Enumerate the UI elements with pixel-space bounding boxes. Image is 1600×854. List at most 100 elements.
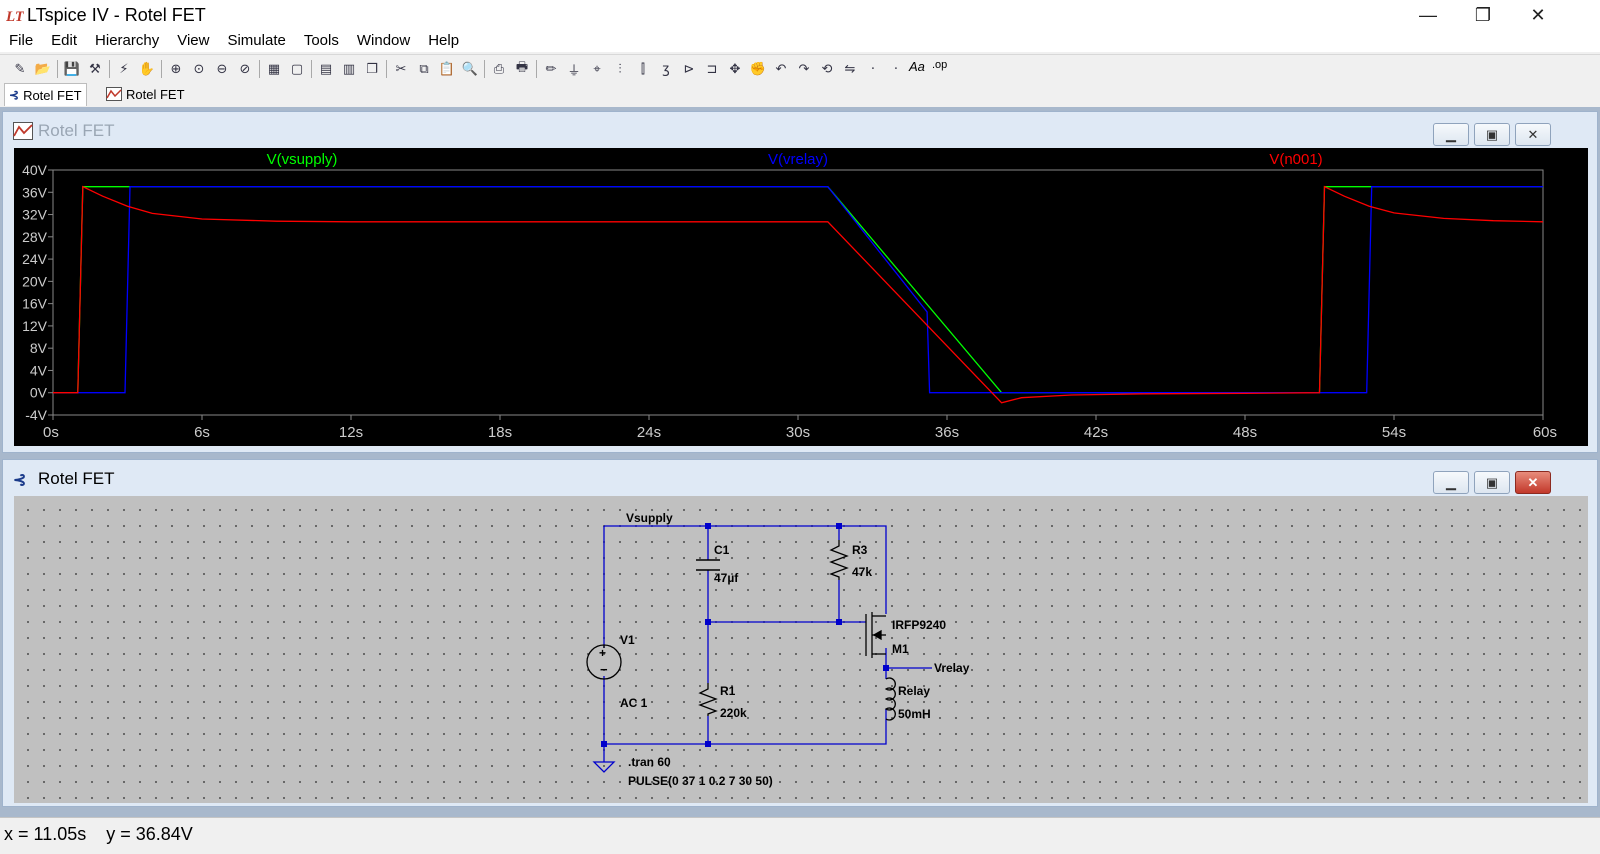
- y-tick-label: 28V: [22, 229, 48, 245]
- wire: [603, 676, 887, 745]
- text-icon[interactable]: ·: [863, 59, 883, 79]
- zoom-in-icon[interactable]: ⊕: [166, 59, 186, 79]
- restore-button[interactable]: ❐: [1474, 4, 1492, 25]
- zoom-out-icon[interactable]: ⊖: [212, 59, 232, 79]
- menu-tools[interactable]: Tools: [303, 32, 339, 49]
- menu-edit[interactable]: Edit: [51, 32, 78, 49]
- schematic-minimize-button[interactable]: ▁: [1433, 471, 1469, 494]
- redo-icon[interactable]: ↷: [794, 59, 814, 79]
- menu-window[interactable]: Window: [356, 32, 411, 49]
- zoom-cancel-icon[interactable]: ⊘: [235, 59, 255, 79]
- x-tick-label: 30s: [786, 424, 810, 441]
- series-line-vvrelay: [53, 186, 1543, 394]
- find-icon[interactable]: 🔍: [460, 59, 480, 79]
- m1-name: M1: [892, 642, 909, 656]
- pulse-directive: PULSE(0 37 1 0.2 7 30 50): [628, 774, 773, 788]
- drag-icon[interactable]: ✊: [748, 59, 768, 79]
- plot-maximize-button[interactable]: ▣: [1474, 123, 1510, 146]
- rotate-icon[interactable]: ⟲: [817, 59, 837, 79]
- tile-vertical-icon[interactable]: ▥: [339, 59, 359, 79]
- label-net-icon-glyph: ⌖: [593, 61, 601, 77]
- move-icon[interactable]: ✥: [725, 59, 745, 79]
- wire-icon[interactable]: ✏: [541, 59, 561, 79]
- x-tick-label: 6s: [194, 424, 210, 441]
- menu-help[interactable]: Help: [428, 32, 460, 49]
- label-net-icon[interactable]: ⌖: [587, 59, 607, 79]
- paste-icon[interactable]: 📋: [437, 59, 457, 79]
- status-bar: x = 11.05s y = 36.84V: [0, 817, 1600, 854]
- run-icon[interactable]: ⚡: [114, 59, 134, 79]
- spice-directive-button[interactable]: .op: [932, 59, 948, 71]
- text-tool-button[interactable]: Aa: [909, 59, 925, 74]
- autorange-icon[interactable]: ▦: [264, 59, 284, 79]
- tile-horizontal-icon[interactable]: ▤: [316, 59, 336, 79]
- menu-hierarchy[interactable]: Hierarchy: [95, 32, 160, 49]
- ground-icon[interactable]: ⏚: [564, 59, 584, 79]
- zoom-in-icon-glyph: ⊕: [170, 61, 182, 77]
- schematic-window-titlebar[interactable]: ⊰ Rotel FET ▁ ▣ ✕: [3, 460, 1597, 496]
- menu-simulate[interactable]: Simulate: [227, 32, 286, 49]
- schematic-canvas[interactable]: + −: [14, 496, 1588, 803]
- y-tick-label: 32V: [22, 207, 48, 223]
- diode-icon[interactable]: ⊳: [679, 59, 699, 79]
- schematic-window-title: Rotel FET: [38, 469, 115, 488]
- menu-view[interactable]: View: [177, 32, 210, 49]
- waveform-window-titlebar[interactable]: Rotel FET ▁ ▣ ✕: [3, 112, 1597, 148]
- control-panel-icon[interactable]: ⚒: [85, 59, 105, 79]
- find-icon-glyph: 🔍: [461, 61, 479, 77]
- toolbar-separator: [109, 60, 110, 78]
- plot-minimize-button[interactable]: ▁: [1433, 123, 1469, 146]
- schematic-close-button[interactable]: ✕: [1515, 471, 1551, 494]
- close-button[interactable]: ✕: [1530, 4, 1546, 25]
- spice-directive-icon[interactable]: ·: [886, 59, 906, 79]
- component-icon[interactable]: ⊐: [702, 59, 722, 79]
- tab-schematic[interactable]: ⊰ Rotel FET: [4, 83, 87, 106]
- open-icon[interactable]: 📂: [33, 59, 53, 79]
- print-preview-icon[interactable]: ⎙: [489, 59, 509, 79]
- legend-vvsupply: V(vsupply): [267, 151, 338, 168]
- series-line-vn001: [53, 185, 1544, 404]
- rotate-icon-glyph: ⟲: [821, 61, 833, 77]
- undo-icon[interactable]: ↶: [771, 59, 791, 79]
- copy-icon-glyph: ⧉: [419, 61, 429, 77]
- wire-icon-glyph: ✏: [545, 61, 557, 77]
- tab-label: Rotel FET: [23, 87, 82, 103]
- save-icon[interactable]: 💾: [62, 59, 82, 79]
- menu-file[interactable]: File: [9, 32, 34, 49]
- component-icon-glyph: ⊐: [706, 61, 718, 77]
- resistor-r1: [698, 683, 718, 716]
- print-icon[interactable]: 🖶: [512, 59, 532, 79]
- toolbar-separator: [386, 60, 387, 78]
- halt-icon[interactable]: ✋: [137, 59, 157, 79]
- copy-icon[interactable]: ⧉: [414, 59, 434, 79]
- new-schematic-icon[interactable]: ✎: [10, 59, 30, 79]
- waveform-icon: [13, 122, 33, 140]
- tile-vertical-icon-glyph: ▥: [342, 61, 356, 77]
- relay-name: Relay: [898, 684, 930, 698]
- svg-text:+: +: [599, 646, 606, 660]
- ltspice-logo-icon: LT: [6, 9, 24, 24]
- cut-icon[interactable]: ✂: [391, 59, 411, 79]
- r1-name: R1: [720, 684, 736, 698]
- halt-icon-glyph: ✋: [138, 61, 156, 77]
- x-tick-label: 24s: [637, 424, 661, 441]
- move-icon-glyph: ✥: [729, 61, 741, 77]
- tab-label: Rotel FET: [126, 86, 185, 102]
- schematic-maximize-button[interactable]: ▣: [1474, 471, 1510, 494]
- fit-icon[interactable]: ▢: [287, 59, 307, 79]
- title-bar: LT LTspice IV - Rotel FET — ❐ ✕: [0, 0, 1600, 30]
- minimize-button[interactable]: —: [1419, 4, 1437, 25]
- plot-close-button[interactable]: ✕: [1515, 123, 1551, 146]
- inductor-icon[interactable]: ʒ: [656, 59, 676, 79]
- schematic-drawing[interactable]: + −: [14, 496, 1588, 803]
- y-tick-label: 16V: [22, 296, 48, 312]
- resistor-icon[interactable]: ⫶: [610, 59, 630, 79]
- tab-waveform[interactable]: Rotel FET: [102, 83, 189, 105]
- capacitor-icon[interactable]: ⫿: [633, 59, 653, 79]
- zoom-area-icon[interactable]: ⊙: [189, 59, 209, 79]
- cascade-icon[interactable]: ❐: [362, 59, 382, 79]
- mirror-icon[interactable]: ⇋: [840, 59, 860, 79]
